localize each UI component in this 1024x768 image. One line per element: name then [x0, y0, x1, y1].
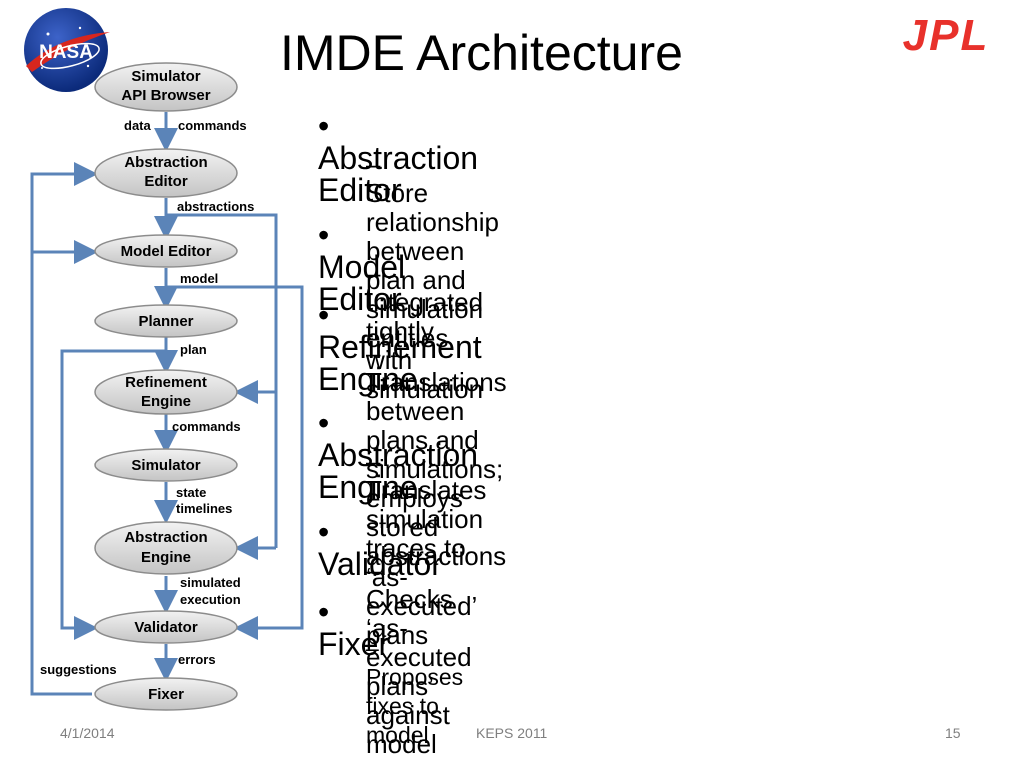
edge-label-data: data	[124, 118, 152, 133]
sub-bullet: –Translates simulation traces to ‘as-exe…	[366, 446, 487, 650]
node-label: Model Editor	[121, 243, 212, 260]
node-label: Abstraction	[124, 154, 207, 171]
architecture-diagram: Simulator API Browser Abstraction Editor…	[30, 62, 304, 711]
sub-text: Integrated tightly with simulation	[366, 287, 484, 404]
sub-text: simulations; employs stored abstractions	[366, 454, 507, 571]
node-api-browser: Simulator API Browser	[94, 62, 238, 112]
edge-label-simulated: simulated	[180, 575, 241, 590]
sub-text: Proposes fixes to model	[366, 664, 464, 748]
node-label: Simulator	[131, 68, 200, 85]
bullet-title: Model Editor	[318, 249, 406, 317]
sub-bullet: –Integrated tightly with simulation	[366, 258, 484, 404]
node-model-editor: Model Editor	[94, 234, 238, 268]
sub-text: Translates simulation traces to ‘as-	[366, 475, 487, 592]
edge-label-suggestions: suggestions	[40, 662, 117, 677]
arrow-abstractions-to-refinement	[166, 213, 278, 404]
arrow-plan-to-validator	[60, 349, 166, 640]
node-label: Fixer	[148, 686, 184, 703]
sub-bullet: –Proposes fixes to model	[366, 635, 464, 748]
edge-label-state: state	[176, 485, 206, 500]
sub-text: Store relationship between plan and	[366, 178, 499, 295]
edge-label-model: model	[180, 271, 218, 286]
bullet-title: Abstraction Editor	[318, 140, 479, 208]
node-validator: Validator	[94, 610, 238, 644]
edge-label-commands-top: commands	[178, 118, 247, 133]
sub-text: executed’ plans	[366, 591, 477, 650]
edge-label-errors: errors	[178, 652, 216, 667]
nasa-logo-text: NASA	[39, 42, 93, 63]
bullet-abstraction-engine: •Abstraction Engine	[318, 405, 479, 505]
node-fixer: Fixer	[94, 677, 238, 711]
bullet-abstraction-editor: •Abstraction Editor	[318, 108, 479, 208]
nasa-logo: NASA	[24, 8, 110, 92]
edge-label-timelines: timelines	[176, 501, 232, 516]
bullet-fixer: •Fixer	[318, 594, 390, 662]
bullet-refinement-engine: •Refinement Engine	[318, 297, 482, 397]
sub-text: Checks ‘as-executed plans’ against model	[366, 584, 472, 759]
arrow-suggestions-to-abstraction-editor	[30, 162, 98, 696]
node-simulator: Simulator	[94, 448, 238, 482]
footer-event: KEPS 2011	[476, 725, 548, 741]
jpl-logo: JPL	[903, 12, 990, 56]
jpl-logo-text: JPL	[903, 12, 990, 56]
node-abstraction-editor: Abstraction Editor	[94, 148, 238, 198]
node-planner: Planner	[94, 304, 238, 338]
sub-text: Translations between plans and	[366, 367, 507, 455]
arrow-model-to-validator	[166, 285, 304, 640]
node-label: Planner	[138, 313, 193, 330]
sub-text: simulation entities	[366, 294, 484, 353]
node-label: Engine	[141, 393, 191, 410]
edge-label-plan: plan	[180, 342, 207, 357]
bullet-title: Abstraction Engine	[318, 437, 479, 505]
bullet-validator: •Validator	[318, 514, 442, 582]
node-label: Refinement	[125, 374, 207, 391]
node-label: Engine	[141, 549, 191, 566]
bullet-title: Fixer	[318, 626, 390, 662]
bullet-model-editor: •Model Editor	[318, 217, 406, 317]
node-refinement-engine: Refinement Engine	[94, 369, 238, 415]
edge-label-abstractions: abstractions	[177, 199, 254, 214]
node-label: Editor	[144, 173, 187, 190]
node-label: API Browser	[121, 87, 210, 104]
sub-bullet: –Checks ‘as-executed plans’ against mode…	[366, 555, 472, 759]
slide-title: IMDE Architecture	[280, 25, 683, 81]
footer-date: 4/1/2014	[60, 725, 115, 741]
node-label: Simulator	[131, 457, 200, 474]
footer-page-number: 15	[945, 725, 961, 741]
edge-label-execution: execution	[180, 592, 241, 607]
node-label: Abstraction	[124, 529, 207, 546]
edge-label-commands: commands	[172, 419, 241, 434]
bullet-title: Refinement Engine	[318, 329, 482, 397]
bullet-title: Validator	[318, 546, 442, 582]
node-abstraction-engine: Abstraction Engine	[94, 521, 238, 575]
node-label: Validator	[134, 619, 198, 636]
